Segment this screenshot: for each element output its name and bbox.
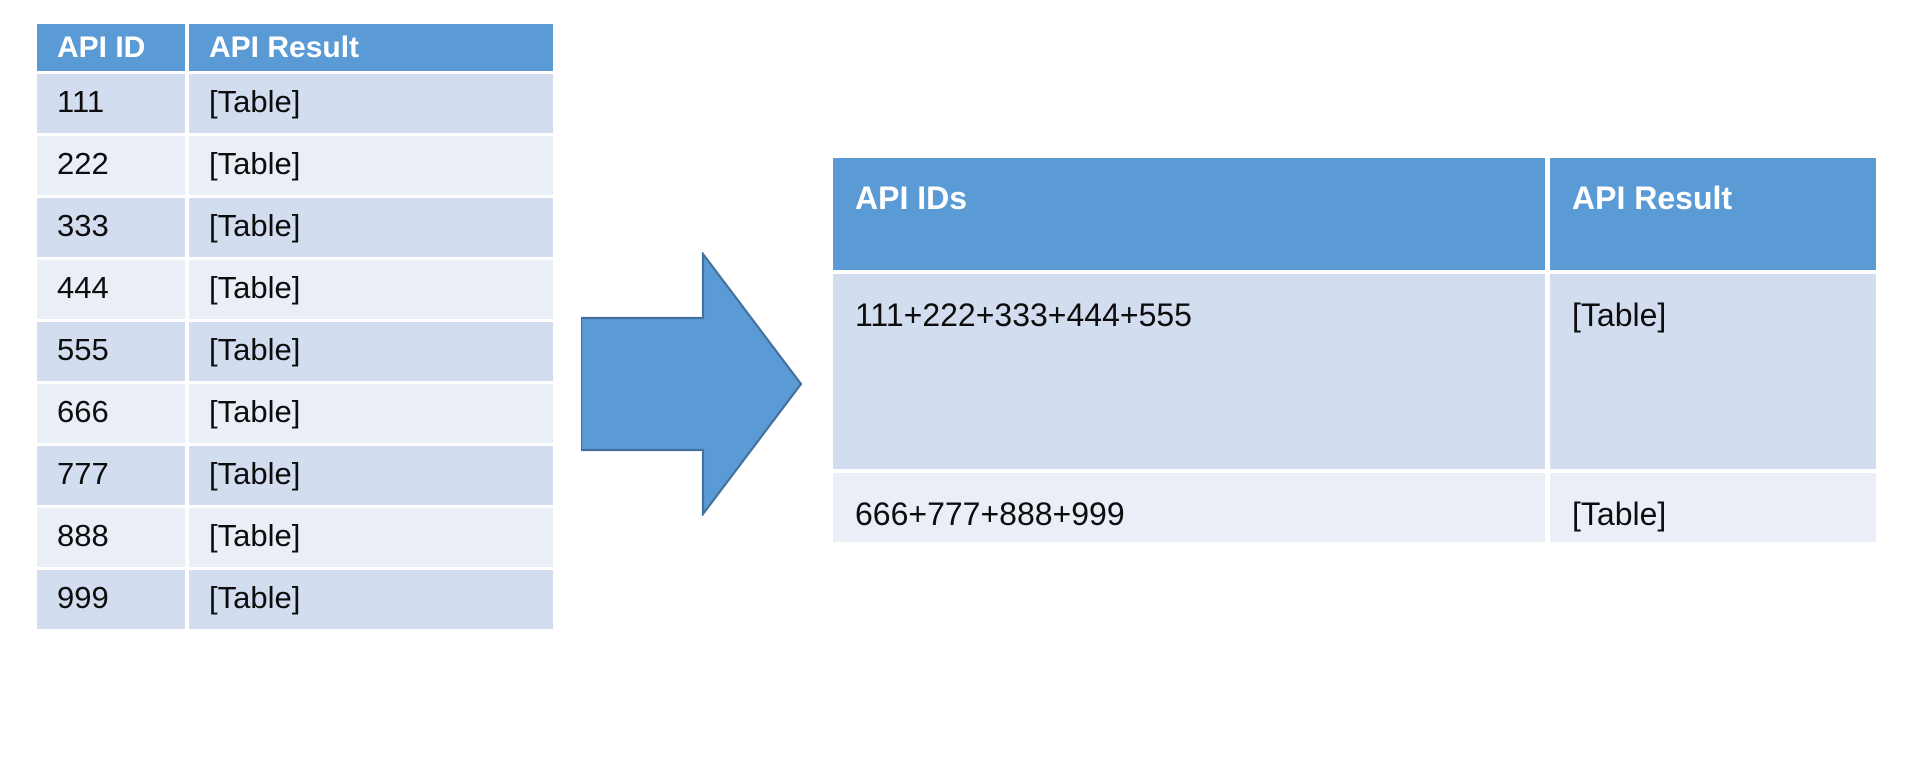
left-cell-api-id: 666	[37, 381, 185, 443]
table-header-row: API ID API Result	[37, 24, 553, 71]
left-cell-api-result: [Table]	[185, 443, 553, 505]
table-row[interactable]: 222 [Table]	[37, 133, 553, 195]
table-row[interactable]: 777 [Table]	[37, 443, 553, 505]
individual-api-calls-table: API ID API Result 111 [Table] 222 [Table…	[37, 24, 553, 629]
left-header-api-id: API ID	[37, 24, 185, 71]
right-header-api-result: API Result	[1545, 158, 1876, 270]
table-row[interactable]: 555 [Table]	[37, 319, 553, 381]
arrow-right-icon-svg	[581, 252, 803, 516]
left-cell-api-id: 333	[37, 195, 185, 257]
left-cell-api-result: [Table]	[185, 505, 553, 567]
left-header-api-result: API Result	[185, 24, 553, 71]
right-cell-api-ids: 111+222+333+444+555	[833, 270, 1545, 469]
table-row[interactable]: 111 [Table]	[37, 71, 553, 133]
table-row[interactable]: 999 [Table]	[37, 567, 553, 629]
table-row[interactable]: 333 [Table]	[37, 195, 553, 257]
left-cell-api-result: [Table]	[185, 567, 553, 629]
right-header-api-ids: API IDs	[833, 158, 1545, 270]
left-cell-api-result: [Table]	[185, 133, 553, 195]
left-cell-api-result: [Table]	[185, 319, 553, 381]
table-row[interactable]: 111+222+333+444+555 [Table]	[833, 270, 1876, 469]
left-cell-api-id: 777	[37, 443, 185, 505]
left-cell-api-id: 111	[37, 71, 185, 133]
left-cell-api-result: [Table]	[185, 71, 553, 133]
table-row[interactable]: 666 [Table]	[37, 381, 553, 443]
left-cell-api-id: 888	[37, 505, 185, 567]
table-row[interactable]: 444 [Table]	[37, 257, 553, 319]
right-cell-api-result: [Table]	[1545, 270, 1876, 469]
right-cell-api-result: [Table]	[1545, 469, 1876, 542]
left-cell-api-id: 222	[37, 133, 185, 195]
table-row[interactable]: 888 [Table]	[37, 505, 553, 567]
left-cell-api-result: [Table]	[185, 257, 553, 319]
batched-api-calls-table: API IDs API Result 111+222+333+444+555 […	[833, 158, 1876, 542]
left-cell-api-id: 555	[37, 319, 185, 381]
arrow-right-icon	[581, 252, 803, 516]
table-row[interactable]: 666+777+888+999 [Table]	[833, 469, 1876, 542]
left-cell-api-result: [Table]	[185, 195, 553, 257]
arrow-right-polygon	[581, 252, 803, 516]
table-header-row: API IDs API Result	[833, 158, 1876, 270]
right-cell-api-ids: 666+777+888+999	[833, 469, 1545, 542]
left-cell-api-result: [Table]	[185, 381, 553, 443]
left-cell-api-id: 999	[37, 567, 185, 629]
left-cell-api-id: 444	[37, 257, 185, 319]
